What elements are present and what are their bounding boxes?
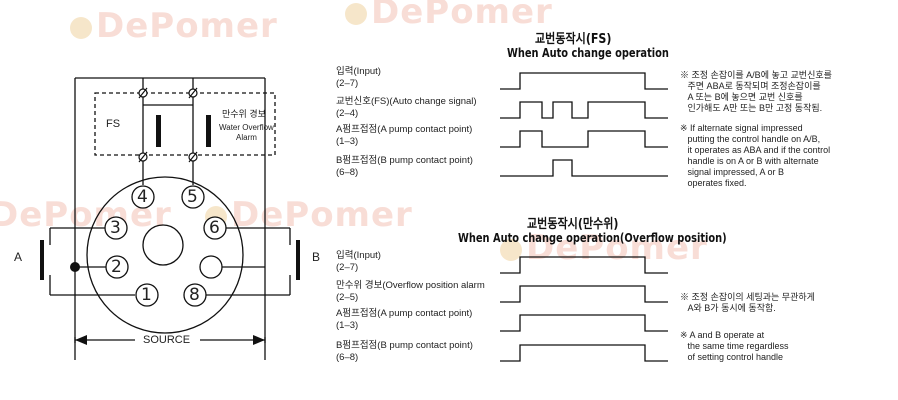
timing_overflow-waveform-0 — [500, 256, 668, 274]
alarm-label-en-2: Alarm — [236, 133, 257, 142]
timing_fs-waveform-3 — [500, 159, 668, 177]
overflow-note-ko: ※ 조정 손잡이의 세팅과는 무관하게 A와 B가 동시에 동작함. — [680, 292, 815, 313]
timing_overflow-row-label-1: 만수위 경보(Overflow position alarm — [336, 280, 485, 291]
overflow-title-ko: 교번동작시(만수위) — [527, 217, 619, 232]
timing_overflow-row-label-3: B펌프접점(B pump contact point) — [336, 340, 473, 351]
alarm-label-en-1: Water Overflow — [219, 123, 274, 132]
timing_fs-row-label-0: 입력(Input) — [336, 66, 381, 77]
timing_fs-row-label-2: A펌프접점(A pump contact point) — [336, 124, 473, 135]
pin-4-label: 4 — [137, 187, 148, 207]
fs-label: FS — [106, 118, 121, 130]
timing_fs-waveform-0 — [500, 72, 668, 90]
timing_overflow-waveform-1 — [500, 285, 668, 303]
timing_fs-row-label-1: 교번신호(FS)(Auto change signal) — [336, 96, 477, 107]
timing_fs-row-pins-2: (1–3) — [336, 136, 359, 147]
fs-note-ko: ※ 조정 손잡이를 A/B에 놓고 교번신호를 주면 ABA로 동작되며 조정손… — [680, 70, 832, 113]
timing_fs-row-label-3: B펌프접점(B pump contact point) — [336, 155, 473, 166]
fs-title-ko: 교번동작시(FS) — [535, 32, 612, 47]
timing_fs-row-pins-0: (2–7) — [336, 78, 359, 89]
alarm-label-ko: 만수위 경보 — [222, 109, 266, 119]
timing_overflow-waveform-3 — [500, 344, 668, 362]
timing_fs-row-pins-1: (2–4) — [336, 108, 359, 119]
pin-1-label: 1 — [141, 285, 152, 305]
b-label: B — [312, 250, 321, 264]
timing_overflow-row-label-0: 입력(Input) — [336, 250, 381, 261]
a-label: A — [14, 250, 23, 264]
timing_fs-waveform-1 — [500, 101, 668, 119]
pin-6-label: 6 — [209, 218, 220, 238]
timing_overflow-row-pins-3: (6–8) — [336, 352, 359, 363]
fs-title-en: When Auto change operation — [507, 46, 669, 60]
overflow-title-en: When Auto change operation(Overflow posi… — [458, 231, 727, 245]
pin-5-label: 5 — [187, 187, 198, 207]
timing_fs-row-pins-3: (6–8) — [336, 167, 359, 178]
source-label: SOURCE — [143, 334, 191, 346]
pin-8-label: 8 — [189, 285, 200, 305]
fs-note-en: ※ If alternate signal impressed putting … — [680, 123, 831, 188]
overflow-note-en: ※ A and B operate at the same time regar… — [680, 330, 789, 362]
timing_fs-waveform-2 — [500, 130, 668, 148]
pin-3-label: 3 — [110, 218, 121, 238]
timing_overflow-row-pins-0: (2–7) — [336, 262, 359, 273]
timing_overflow-waveform-2 — [500, 314, 668, 332]
pin-2-label: 2 — [111, 257, 122, 277]
timing_overflow-row-pins-2: (1–3) — [336, 320, 359, 331]
timing_overflow-row-pins-1: (2–5) — [336, 292, 359, 303]
timing_overflow-row-label-2: A펌프접점(A pump contact point) — [336, 308, 473, 319]
